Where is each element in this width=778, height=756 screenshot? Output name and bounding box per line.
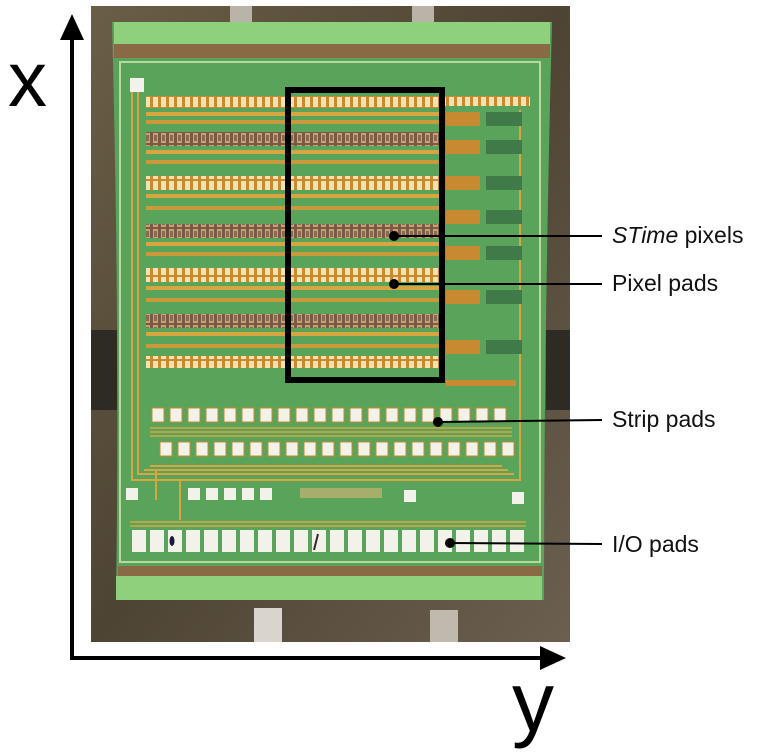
bond-wire-top-2 — [412, 6, 434, 24]
chip-logo-marking — [300, 488, 382, 498]
io-pad-fingers — [130, 521, 526, 527]
callout-stime-pixels: STime pixels — [612, 224, 743, 247]
misc-pads — [126, 488, 524, 504]
chip-top-edge — [114, 44, 550, 58]
pad-scratch — [313, 533, 319, 551]
strip-pad-fingers — [150, 427, 512, 437]
bond-wire-bottom — [254, 608, 282, 642]
periphery-blocks — [444, 96, 530, 386]
callout-lines — [394, 235, 603, 545]
dot-icon — [433, 417, 443, 427]
chip-bottom-band — [116, 576, 542, 600]
chip-inner-border — [119, 61, 541, 563]
pixel-matrix — [146, 96, 442, 368]
bond-wire-bottom-2 — [430, 610, 458, 642]
arrowhead-icon — [540, 646, 566, 670]
callout-strip-pads: Strip pads — [612, 406, 716, 432]
callout-pixel-pads: Pixel pads — [612, 270, 719, 296]
dot-icon — [389, 231, 399, 241]
chip-die — [112, 22, 552, 600]
callout-stime-rest: pixels — [678, 222, 744, 248]
bond-wire-top — [230, 6, 252, 24]
dot-icon — [389, 279, 399, 289]
y-axis-label: y — [512, 655, 554, 749]
callout-stime-italic: STime — [612, 222, 679, 248]
chip-top-band — [114, 22, 550, 44]
callout-io-pads: I/O pads — [612, 531, 699, 557]
arrowhead-icon — [60, 14, 84, 40]
strip-pads — [151, 407, 515, 457]
mount-right — [546, 330, 570, 410]
mount-left — [91, 330, 117, 410]
x-axis-label: x — [8, 35, 47, 123]
chip-bottom-edge — [118, 566, 542, 576]
io-pads — [132, 530, 524, 552]
pad-defect — [169, 536, 175, 546]
dot-icon — [445, 538, 455, 548]
corner-pad — [130, 78, 144, 92]
